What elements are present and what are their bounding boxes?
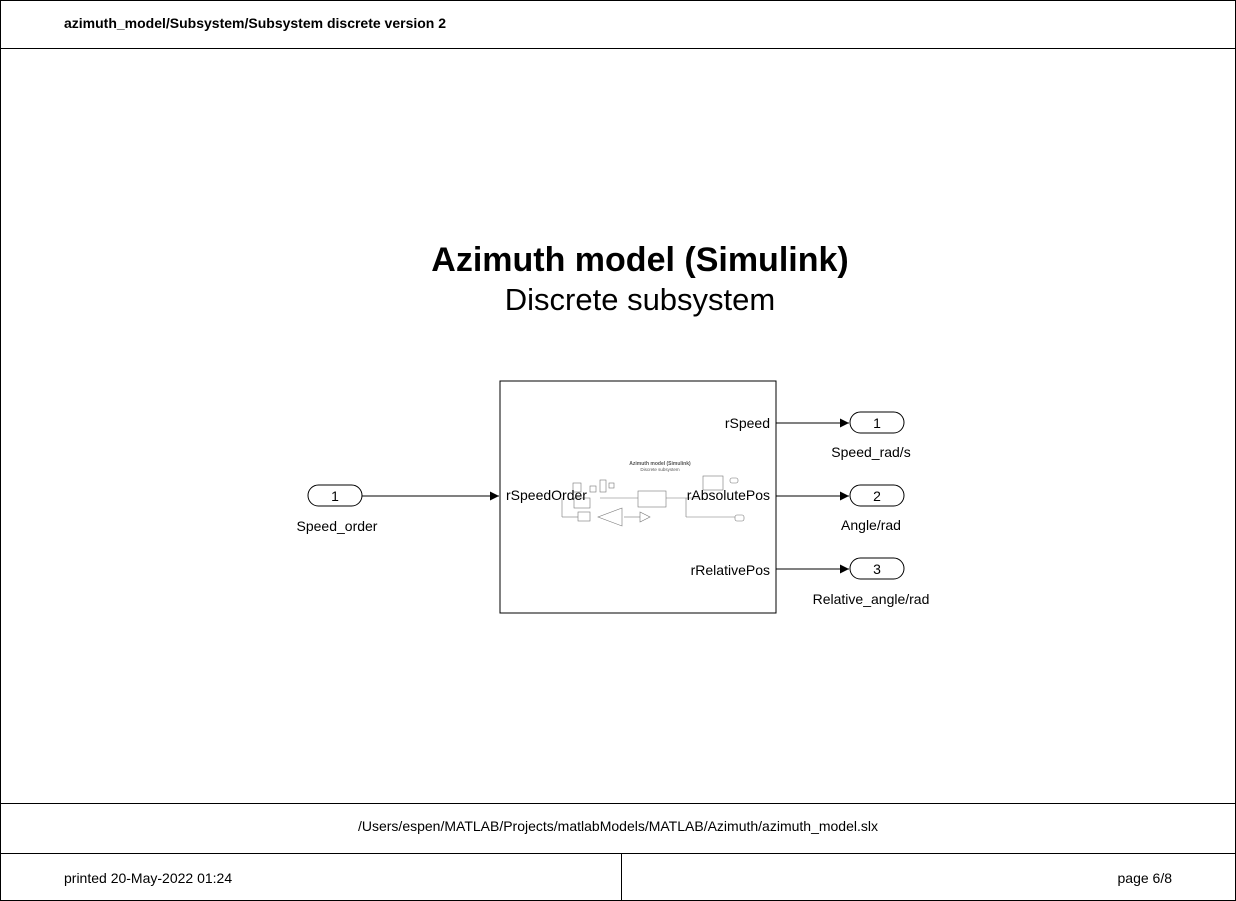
port-label-rspeedorder: rSpeedOrder (506, 487, 587, 503)
page-number: page 6/8 (1117, 870, 1173, 886)
port-label-rrelativepos: rRelativePos (691, 562, 770, 578)
outport-block-3[interactable] (849, 557, 905, 580)
outport-2-number: 2 (873, 488, 881, 504)
outport-1-number: 1 (873, 415, 881, 431)
model-file-path: /Users/espen/MATLAB/Projects/matlabModel… (357, 818, 878, 834)
outport-block-1[interactable] (849, 411, 905, 434)
outport-block-2[interactable] (849, 484, 905, 507)
footer-column-divider (621, 853, 622, 900)
printed-timestamp: printed 20-May-2022 01:24 (64, 870, 233, 886)
inport-number: 1 (331, 488, 339, 504)
thumbnail-title: Azimuth model (Simulink) (629, 461, 691, 467)
footer-divider-bottom (0, 853, 1236, 854)
outport-1-name: Speed_rad/s (831, 444, 910, 460)
port-label-rabsolutepos: rAbsolutePos (687, 487, 770, 503)
outport-3-name: Relative_angle/rad (813, 591, 930, 607)
annotation-title: Azimuth model (Simulink) (431, 241, 849, 279)
thumbnail-subtitle: Discrete subsystem (640, 467, 680, 472)
footer-divider-top (0, 803, 1236, 804)
inport-name: Speed_order (297, 518, 378, 534)
subsystem-thumbnail: Azimuth model (Simulink) Discrete subsys… (561, 461, 745, 527)
header-divider (0, 48, 1236, 49)
outport-2-name: Angle/rad (841, 517, 901, 533)
annotation-subtitle: Discrete subsystem (504, 282, 776, 317)
outport-3-number: 3 (873, 561, 881, 577)
port-label-rspeed: rSpeed (725, 415, 770, 431)
model-path-title: azimuth_model/Subsystem/Subsystem discre… (64, 15, 447, 31)
